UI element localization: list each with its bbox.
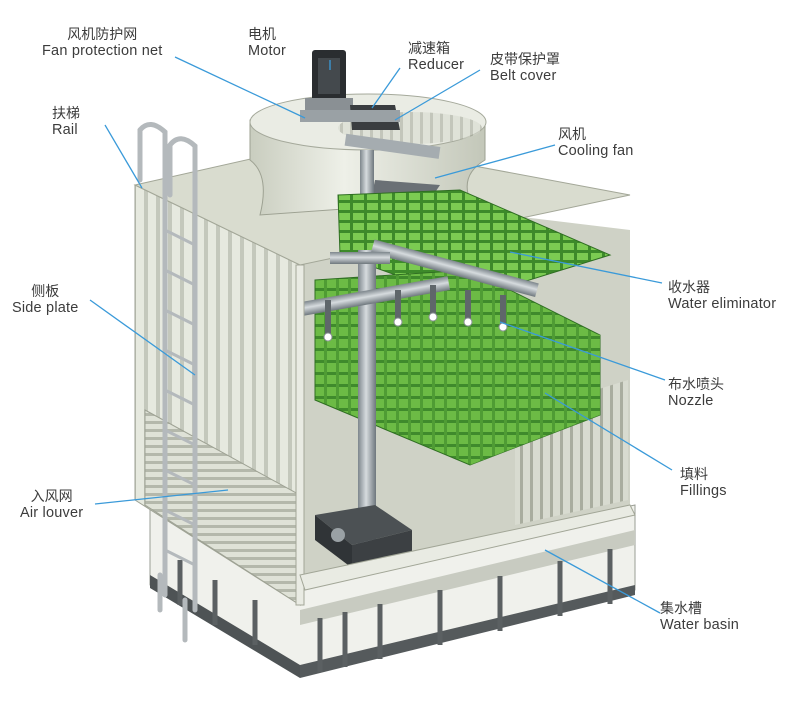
label-side-plate: 侧板 Side plate [12, 283, 79, 317]
label-nozzle-en: Nozzle [668, 393, 714, 409]
label-side-plate-cn: 侧板 [31, 283, 60, 299]
label-water-basin-en: Water basin [660, 617, 740, 633]
label-air-louver-cn: 入风网 [30, 488, 73, 504]
water-eliminator [337, 189, 612, 301]
label-motor-cn: 电机 [248, 26, 276, 42]
label-fan-protection-net-cn: 风机防护网 [67, 26, 138, 42]
label-air-louver: 入风网 Air louver [20, 488, 83, 522]
label-rail-cn: 扶梯 [52, 105, 80, 121]
label-reducer-en: Reducer [408, 57, 465, 73]
label-fillings-en: Fillings [680, 483, 727, 499]
label-water-basin: 集水槽 Water basin [660, 600, 739, 634]
label-fillings-cn: 填料 [680, 466, 708, 482]
label-rail: 扶梯 Rail [52, 105, 80, 139]
fillings [314, 269, 601, 466]
label-belt-cover-cn: 皮带保护罩 [490, 51, 560, 67]
leader-lines [89, 56, 673, 614]
label-fillings: 填料 Fillings [680, 466, 727, 500]
label-cooling-fan-en: Cooling fan [558, 143, 634, 159]
label-side-plate-en: Side plate [12, 300, 79, 316]
label-cooling-fan: 风机 Cooling fan [558, 126, 634, 160]
label-water-eliminator: 收水器 Water eliminator [668, 279, 776, 313]
label-nozzle: 布水喷头 Nozzle [668, 376, 724, 410]
side-plate [134, 184, 301, 606]
label-reducer: 减速箱 Reducer [408, 40, 464, 74]
reducer [300, 105, 441, 159]
distribution-pipes [299, 239, 539, 568]
label-rail-en: Rail [52, 122, 78, 138]
label-fan-protection-net: 风机防护网 Fan protection net [42, 26, 162, 60]
label-motor: 电机 Motor [248, 26, 286, 60]
motor [305, 50, 353, 110]
label-motor-en: Motor [248, 43, 287, 59]
label-water-eliminator-en: Water eliminator [668, 296, 777, 312]
label-nozzle-cn: 布水喷头 [668, 376, 724, 392]
label-belt-cover: 皮带保护罩 Belt cover [490, 51, 560, 85]
label-cooling-fan-cn: 风机 [558, 126, 586, 142]
label-water-eliminator-cn: 收水器 [668, 279, 710, 295]
label-fan-protection-net-en: Fan protection net [42, 43, 163, 59]
label-water-basin-cn: 集水槽 [660, 600, 702, 616]
corner-post [295, 264, 636, 606]
label-belt-cover-en: Belt cover [490, 68, 557, 84]
label-air-louver-en: Air louver [20, 505, 84, 521]
label-reducer-cn: 减速箱 [408, 40, 450, 56]
rail [137, 122, 198, 643]
